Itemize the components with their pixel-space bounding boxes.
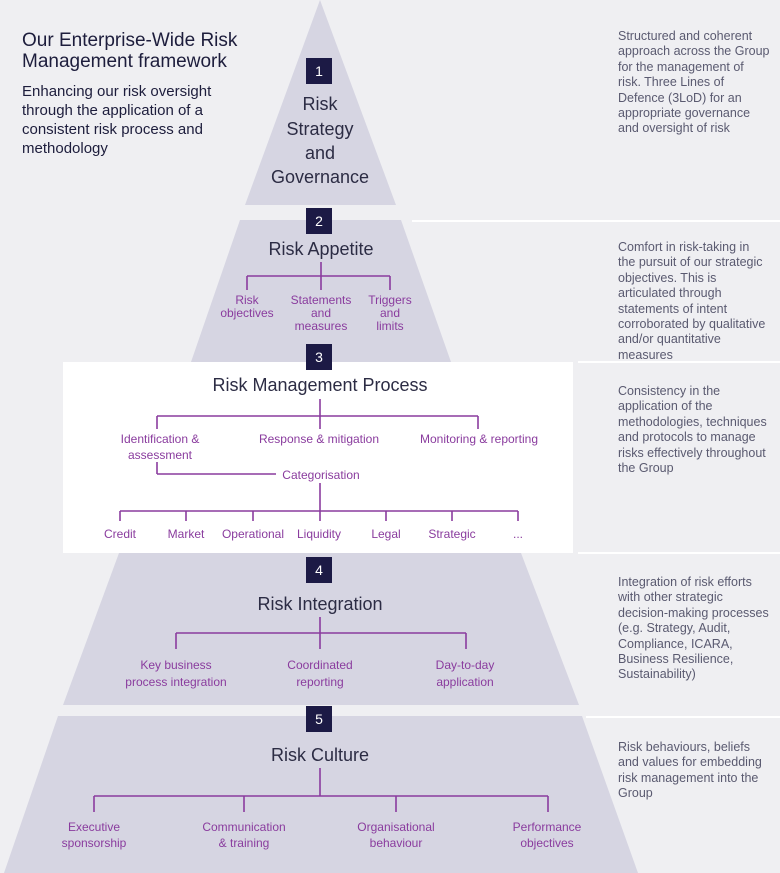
tier-1-number: 1	[315, 63, 323, 79]
tier-3-number: 3	[315, 349, 323, 365]
tier-3-category-label: ...	[513, 527, 523, 541]
tier-3-number-badge	[306, 344, 332, 370]
tier-1-title-line: Risk	[303, 94, 339, 114]
tier-4-item-label: Day-to-day	[436, 658, 495, 672]
tier-4-item-label: application	[436, 675, 493, 689]
tier-4-title: Risk Integration	[257, 594, 382, 614]
tier-5-item-label: behaviour	[370, 836, 423, 850]
tier-2-number: 2	[315, 213, 323, 229]
framework-title: Our Enterprise-Wide Risk Management fram…	[22, 30, 238, 72]
tier-4-number: 4	[315, 562, 323, 578]
tier-2-item-label: Statements	[291, 293, 352, 307]
tier-5-item-label: Performance	[513, 820, 582, 834]
tier-1-number-badge	[306, 58, 332, 84]
tier-4-item-label: process integration	[125, 675, 226, 689]
tier-5-item-label: sponsorship	[62, 836, 127, 850]
tier-1-title-line: Strategy	[286, 119, 353, 139]
tier-4-item-label: Key business	[140, 658, 211, 672]
tier-1-shape	[245, 0, 396, 205]
tier-2-title: Risk Appetite	[268, 239, 373, 259]
tier-3-category-label: Credit	[104, 527, 137, 541]
tier-3-category-label: Liquidity	[297, 527, 341, 541]
tier-2-item-label: limits	[376, 319, 403, 333]
tier-5-number: 5	[315, 711, 323, 727]
tier-3-categorisation-label: Categorisation	[282, 468, 359, 482]
tier-2-shape	[191, 220, 451, 362]
tier-5-item-label: Communication	[202, 820, 285, 834]
tier-5-description: Risk behaviours, beliefs and values for …	[618, 740, 762, 801]
tier-5-item-label: Organisational	[357, 820, 434, 834]
tier-5-item-label: Executive	[68, 820, 120, 834]
tier-3-description: Consistency in the application of the me…	[618, 384, 767, 476]
tier-4-connectors	[175, 617, 467, 649]
tier-5-title: Risk Culture	[271, 745, 369, 765]
tier-2-item-label: Risk	[235, 293, 259, 307]
tier-3-item-label: Response & mitigation	[259, 432, 379, 446]
tier-2-number-badge	[306, 208, 332, 234]
tier-4-item-label: reporting	[296, 675, 343, 689]
tier-4-item-label: Coordinated	[287, 658, 352, 672]
tier-2-description: Comfort in risk-taking in the pursuit of…	[618, 240, 766, 362]
tier-5-number-badge	[306, 706, 332, 732]
tier-2-item-label: and	[380, 306, 400, 320]
tier-3-item-label: assessment	[128, 448, 193, 462]
tier-2-item-label: Triggers	[368, 293, 412, 307]
tier-3-category-label: Operational	[222, 527, 284, 541]
tier-5-item-label: objectives	[520, 836, 573, 850]
framework-subtitle: Enhancing our risk oversight through the…	[22, 83, 212, 157]
tier-2-item-label: and	[311, 306, 331, 320]
tier-5-item-label: & training	[219, 836, 270, 850]
tier-5-connectors	[93, 768, 549, 812]
tier-2-item-label: measures	[295, 319, 348, 333]
tier-3-panel	[63, 362, 573, 553]
tier-1-title-line: Governance	[271, 167, 369, 187]
tier-4-description: Integration of risk efforts with other s…	[618, 575, 769, 682]
framework-header: Our Enterprise-Wide Risk Management fram…	[22, 30, 262, 158]
tier-4-shape	[63, 553, 579, 705]
tier-2-item-label: objectives	[220, 306, 273, 320]
tier-3-title: Risk Management Process	[212, 375, 427, 395]
tier-2-connectors	[246, 262, 391, 290]
tier-1-description: Structured and coherent approach across …	[618, 29, 770, 136]
tier-3-item-label: Identification &	[121, 432, 200, 446]
tier-5-shape	[4, 716, 638, 873]
tier-3-connectors	[119, 399, 519, 521]
tier-3-category-label: Legal	[371, 527, 400, 541]
tier-3-item-label: Monitoring & reporting	[420, 432, 538, 446]
tier-4-number-badge	[306, 557, 332, 583]
tier-3-category-label: Market	[168, 527, 205, 541]
tier-1-title-line: and	[305, 143, 335, 163]
tier-3-category-label: Strategic	[428, 527, 475, 541]
